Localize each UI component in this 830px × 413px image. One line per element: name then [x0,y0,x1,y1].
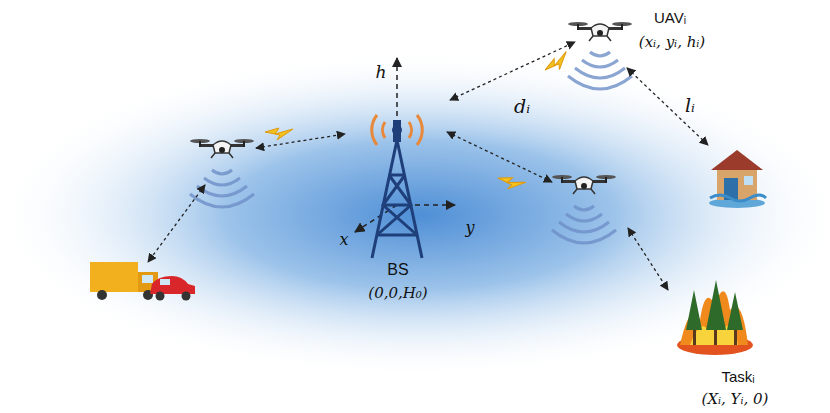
distance-label: dᵢ [514,96,530,117]
distance-label: lᵢ [685,95,695,116]
station-name: BS [387,261,408,279]
coordinate-label: (0,0,H₀) [368,285,427,302]
axis-label: h [376,63,387,82]
coordinate-label: (Xᵢ, Yᵢ, 0) [702,391,769,408]
axis-label: y [465,219,474,237]
axis-label: x [339,231,348,249]
uav-name: UAVᵢ [654,10,686,27]
coordinate-label: (xᵢ, yᵢ, hᵢ) [639,34,705,51]
task-name: Taskᵢ [721,369,754,386]
